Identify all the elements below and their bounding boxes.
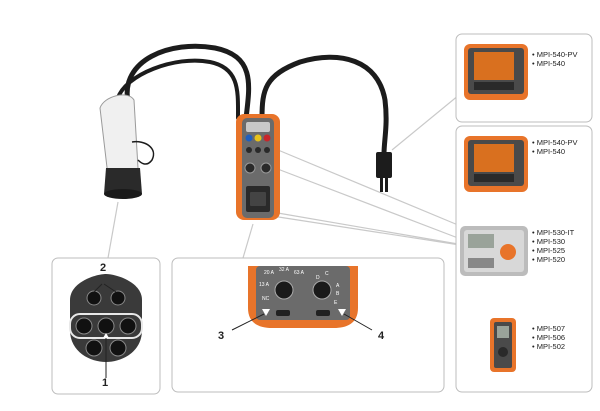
knob-label-e: E xyxy=(334,300,338,306)
triangle-marker-right xyxy=(338,309,346,316)
model-item: • MPI-506 xyxy=(532,333,566,342)
knob-label-b: B xyxy=(336,291,340,297)
knob-label-20a: 20 A xyxy=(264,270,275,276)
model-item: • MPI-530-IT xyxy=(532,228,575,237)
callout-3: 3 xyxy=(218,330,225,342)
model-item: • MPI-540-PV xyxy=(532,50,578,59)
callout-2: 2 xyxy=(100,262,107,274)
knob-label-d: D xyxy=(316,275,320,281)
model-list-third: • MPI-530-IT • MPI-530 • MPI-525 • MPI-5… xyxy=(532,228,574,264)
knob-label-13a: 13 A xyxy=(259,282,270,288)
meter-mpi-540-top xyxy=(464,44,528,100)
meter-mpi-540-bottom xyxy=(464,136,528,192)
connection-lines xyxy=(107,85,471,259)
model-item: • MPI-520 xyxy=(532,255,566,264)
callout-1: 1 xyxy=(102,377,109,389)
adapter-device xyxy=(236,114,280,220)
model-list-fourth: • MPI-507 • MPI-506 • MPI-502 xyxy=(532,324,565,351)
knob-label-c: C xyxy=(325,271,329,277)
ev-charging-plug xyxy=(99,94,155,199)
knob-label-nc: NC xyxy=(262,296,270,302)
model-item: • MPI-540-PV xyxy=(532,138,578,147)
knob-closeup xyxy=(231,266,373,331)
model-item: • MPI-502 xyxy=(532,342,566,351)
model-item: • MPI-530 xyxy=(532,237,566,246)
knob-label-a: A xyxy=(336,283,340,289)
triangle-marker-left xyxy=(262,309,270,316)
knob-label-63a: 63 A xyxy=(294,270,305,276)
model-list-second: • MPI-540-PV • MPI-540 xyxy=(532,138,578,156)
knob-label-32a: 32 A xyxy=(279,267,290,273)
callout-4: 4 xyxy=(378,330,385,342)
model-item: • MPI-525 xyxy=(532,246,566,255)
meter-mpi-507 xyxy=(490,318,516,372)
model-item: • MPI-540 xyxy=(532,147,566,156)
cables xyxy=(116,43,389,157)
meter-mpi-530 xyxy=(460,226,528,276)
model-list-top: • MPI-540-PV • MPI-540 xyxy=(532,50,578,68)
model-item: • MPI-540 xyxy=(532,59,566,68)
meter-plug xyxy=(376,152,392,192)
model-item: • MPI-507 xyxy=(532,324,566,333)
socket-face xyxy=(69,274,143,378)
